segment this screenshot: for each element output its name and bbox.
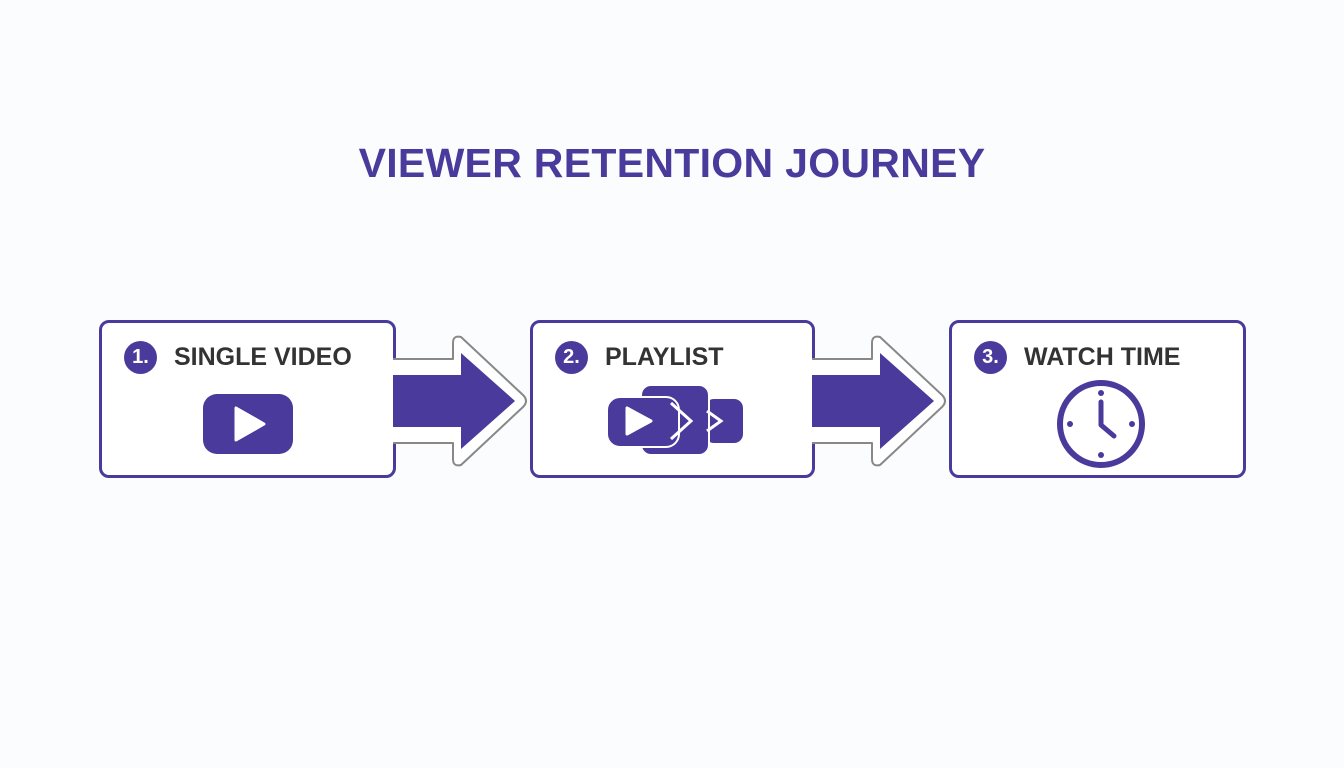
diagram-title: VIEWER RETENTION JOURNEY: [358, 140, 986, 186]
step-watch-time: 3. WATCH TIME: [949, 320, 1246, 478]
step-label: PLAYLIST: [605, 343, 724, 371]
step-label: SINGLE VIDEO: [174, 343, 352, 371]
step-playlist: 2. PLAYLIST: [530, 320, 815, 478]
step-label: WATCH TIME: [1024, 343, 1181, 371]
step-single-video: 1. SINGLE VIDEO: [99, 320, 396, 478]
step-number-badge: 2.: [555, 341, 588, 374]
step-number-badge: 3.: [974, 341, 1007, 374]
playlist-icon: [606, 384, 743, 456]
arrow-right-icon: [812, 335, 946, 467]
video-play-icon: [203, 394, 293, 454]
clock-icon: [1057, 380, 1145, 468]
step-number-badge: 1.: [124, 341, 157, 374]
arrow-right-icon: [393, 335, 527, 467]
